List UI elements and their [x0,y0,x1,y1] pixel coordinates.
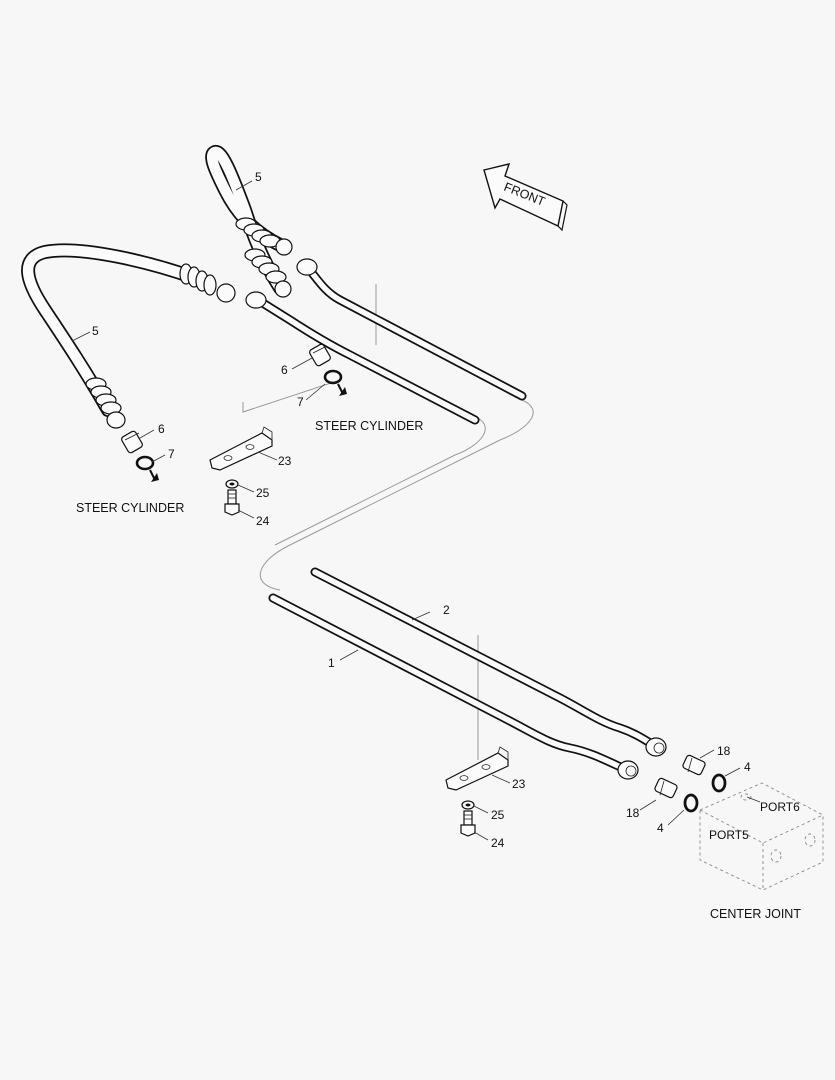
steer-cylinder-label-left: STEER CYLINDER [76,501,184,515]
oring-7-right [323,369,347,396]
tube-1-nut [617,760,639,780]
washer-25-top [225,479,239,489]
steer-cylinder-label-right: STEER CYLINDER [315,419,423,433]
fitting-6-right [309,343,331,367]
washer-25-bottom [461,800,475,810]
oring-7-left [135,455,159,482]
front-arrow: FRONT [483,163,568,232]
callout-oring-right: 7 [297,395,304,409]
callout-hose-top: 5 [255,170,262,184]
callout-clamp-top: 23 [278,454,292,468]
oring-4-lower [683,793,699,813]
port6-label: PORT6 [760,800,800,814]
tube-2 [310,567,667,757]
center-joint-block [699,782,824,891]
bolt-24-bottom [460,810,476,837]
callout-clamp-bottom: 23 [512,777,526,791]
callout-hose-left: 5 [92,324,99,338]
leader-lines [71,180,761,841]
hose-top-crimp-a [235,217,293,256]
hose-top-crimp-b [244,248,292,298]
callout-oring-upper: 4 [744,760,751,774]
adapter-18-lower [654,777,678,799]
clamp-23-bottom [445,746,509,791]
port5-label: PORT5 [709,828,749,842]
hose-top [205,145,293,298]
callout-tube-2: 2 [443,603,450,617]
center-joint-label: CENTER JOINT [710,907,801,921]
callout-adapter-upper: 18 [717,744,731,758]
tube-1 [268,593,639,780]
callout-oring-lower: 4 [657,821,664,835]
callout-adapter-lower: 18 [626,806,640,820]
callout-tube-1: 1 [328,656,335,670]
callout-fitting-right: 6 [281,363,288,377]
upper-tube-a [245,291,480,425]
bolt-24-top [224,489,240,516]
callout-bolt-top: 24 [256,514,270,528]
hose-left-crimp-bottom [85,377,126,429]
clamp-23-top [209,426,273,471]
callout-fitting-left: 6 [158,422,165,436]
hose-left-crimp-top [179,263,236,303]
hose-left [21,243,236,429]
fitting-6-left [121,430,143,454]
callouts: 5 5 6 7 6 7 23 25 24 2 1 23 25 24 18 4 1… [92,170,751,850]
routing-guides [242,284,534,760]
callout-washer-bottom: 25 [491,808,505,822]
adapter-18-upper [682,754,706,776]
upper-tube-b [296,258,527,401]
oring-4-upper [711,773,727,793]
callout-bolt-bottom: 24 [491,836,505,850]
tube-2-nut [645,737,667,757]
callout-washer-top: 25 [256,486,270,500]
callout-oring-left: 7 [168,447,175,461]
